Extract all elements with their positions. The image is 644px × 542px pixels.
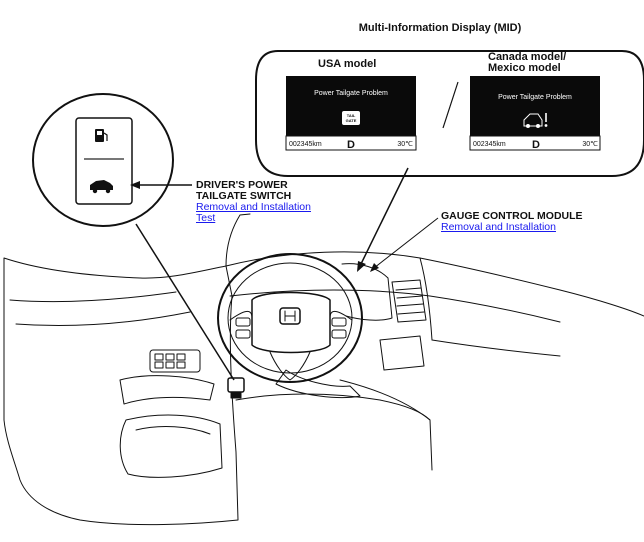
canada-mid-display: Power Tailgate Problem 002345km D 30℃ bbox=[469, 76, 601, 151]
window-switch-panel bbox=[149, 349, 201, 373]
usa-model-heading: USA model bbox=[318, 58, 376, 70]
canada-gear: D bbox=[532, 139, 540, 151]
canada-display-message: Power Tailgate Problem bbox=[498, 94, 572, 101]
tailgate-warning-icon bbox=[523, 113, 548, 128]
dashboard-top bbox=[225, 251, 644, 317]
usa-display-message: Power Tailgate Problem bbox=[314, 90, 388, 97]
switch-label-line1: DRIVER'S POWER bbox=[196, 179, 288, 191]
mid-leader-line bbox=[359, 167, 409, 267]
switch-label-line2: TAILGATE SWITCH bbox=[196, 190, 292, 202]
mid-leader-arrowhead bbox=[357, 261, 366, 272]
canada-odometer: 002345km bbox=[473, 141, 506, 148]
dashboard-illustration bbox=[3, 213, 644, 526]
switch-leader-line bbox=[135, 223, 235, 381]
usa-icon-text-2: GATE bbox=[346, 118, 357, 123]
mid-divider bbox=[442, 81, 459, 129]
canada-model-heading-line1: Canada model/ bbox=[488, 51, 566, 63]
switch-callout bbox=[32, 93, 174, 227]
door-pocket bbox=[119, 414, 223, 478]
usa-gear: D bbox=[347, 139, 355, 151]
switch-test-link[interactable]: Test bbox=[196, 212, 216, 224]
fuel-door-icon bbox=[95, 129, 108, 142]
leader-lines bbox=[130, 167, 439, 381]
gauge-leader-arrowhead bbox=[370, 263, 379, 272]
gauge-removal-installation-link[interactable]: Removal and Installation bbox=[441, 221, 556, 233]
gauge-leader-line bbox=[373, 217, 439, 269]
tailgate-switch-panel bbox=[75, 117, 133, 205]
tailgate-car-icon bbox=[90, 180, 113, 194]
switch-removal-installation-link[interactable]: Removal and Installation bbox=[196, 201, 311, 213]
steering-column bbox=[275, 369, 361, 398]
center-vent bbox=[391, 279, 427, 323]
tailgate-switch-location bbox=[227, 377, 245, 399]
switch-pointer-arrowhead bbox=[130, 181, 140, 189]
canada-model-heading-line2: Mexico model bbox=[488, 62, 561, 74]
usa-temp: 30℃ bbox=[397, 141, 413, 148]
steering-wheel bbox=[217, 253, 363, 383]
usa-icon-text-1: TAIL bbox=[347, 113, 356, 118]
tailgate-text-icon: TAIL GATE bbox=[342, 111, 360, 125]
canada-temp: 30℃ bbox=[582, 141, 598, 148]
door-panel bbox=[3, 257, 239, 526]
usa-odometer: 002345km bbox=[289, 141, 322, 148]
steering-emblem bbox=[279, 307, 301, 325]
gauge-control-module-label: GAUGE CONTROL MODULE bbox=[441, 210, 583, 222]
usa-mid-display: Power Tailgate Problem TAIL GATE 002345k… bbox=[285, 76, 417, 151]
mid-callout: Multi-Information Display (MID) USA mode… bbox=[255, 22, 644, 177]
mid-title: Multi-Information Display (MID) bbox=[359, 22, 522, 34]
